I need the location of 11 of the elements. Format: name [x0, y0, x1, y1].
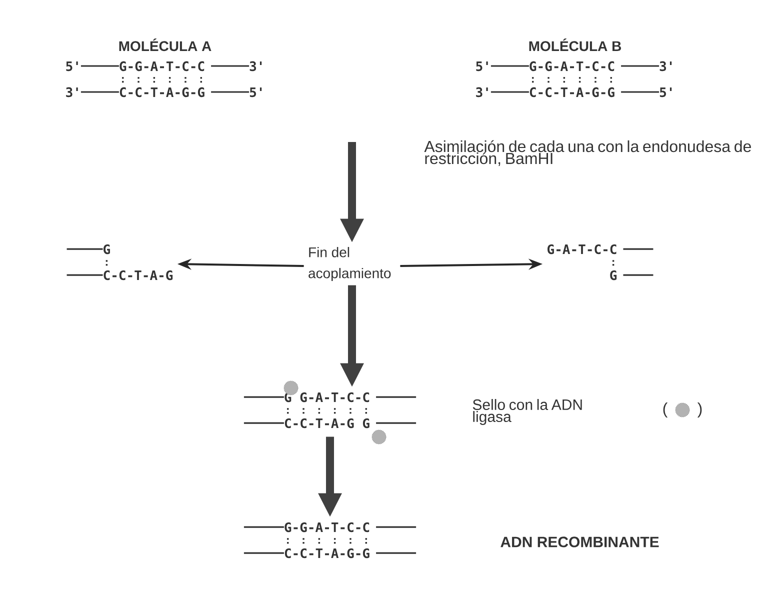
result-title: ADN RECOMBINANTE	[500, 536, 659, 548]
parenthesis: )	[697, 402, 702, 418]
dna-fragment: G C-C-T-A-G	[66, 244, 173, 280]
parenthesis: (	[663, 402, 668, 418]
dna-molecule: MOLÉCULA A 5' G-G-A-T-C-C 3' 3' C-C-T-A-G-G 5'	[66, 38, 262, 98]
dna-molecule: MOLÉCULA B 5' G-G-A-T-C-C 3' 3' C-C-T-A-G-G 5'	[476, 38, 672, 98]
dna-fragment: G-A-T-C-C G	[548, 244, 654, 280]
dna-strand-pair: G-G-A-T-C-C C-C-T-A-G-G	[244, 522, 416, 558]
note-text: Sello con la ADN ligasa	[472, 399, 582, 425]
note-text: Asimilación de cada una con la endonudesa de restricción, BamHI	[424, 140, 751, 166]
step-text: Fin del acoplamiento	[308, 246, 391, 282]
